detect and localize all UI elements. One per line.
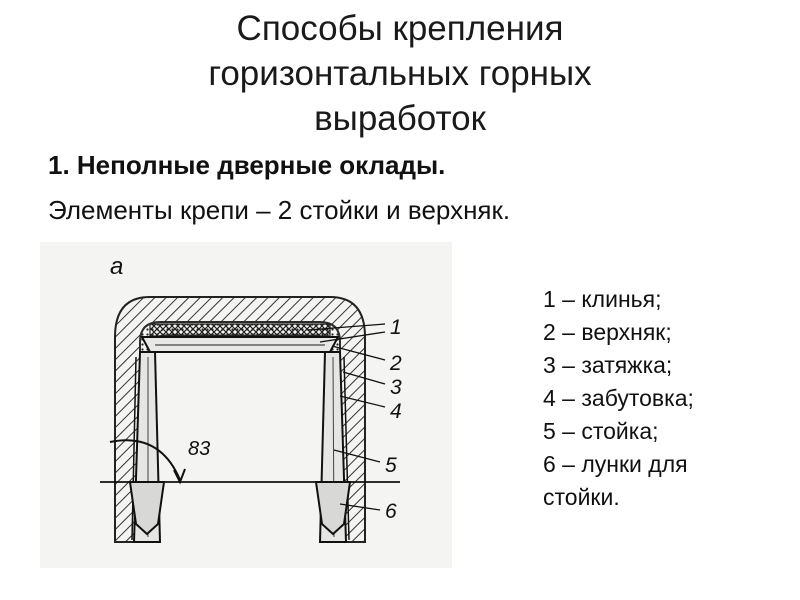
callout-3: 3 [390,376,402,399]
legend: 1 – клинья; 2 – верхняк; 3 – затяжка; 4 … [543,283,783,514]
callout-6: 6 [385,500,397,523]
legend-item: 1 – клинья; [543,286,662,312]
angle-arc [109,439,181,481]
section-heading: 1. Неполные дверные оклады. [48,150,446,180]
legend-item: 2 – верхняк; [543,319,672,345]
figure-letter: а [110,253,123,280]
legend-item: 4 – забутовка; [543,385,694,411]
right-pit [314,481,352,536]
callout-4: 4 [390,400,402,423]
section-description: Элементы крепи – 2 стойки и верхняк. [48,195,511,225]
title-line-1: Способы крепления [236,9,564,48]
title-line-3: выработок [314,99,486,138]
callout-2: 2 [389,352,402,375]
callout-5: 5 [385,454,397,477]
legend-item: стойки. [543,484,620,510]
wedges [149,323,331,337]
legend-item: 6 – лунки для [543,451,688,477]
callout-1: 1 [390,316,402,339]
legend-item: 3 – затяжка; [543,352,673,378]
legend-item: 5 – стойка; [543,418,659,444]
page-title: Способы крепления горизонтальных горных … [100,6,700,141]
support-diagram: 83 а 1 2 3 4 5 6 [40,242,452,568]
angle-label: 83 [188,438,210,460]
title-line-2: горизонтальных горных [208,54,592,93]
left-pit [128,481,166,536]
